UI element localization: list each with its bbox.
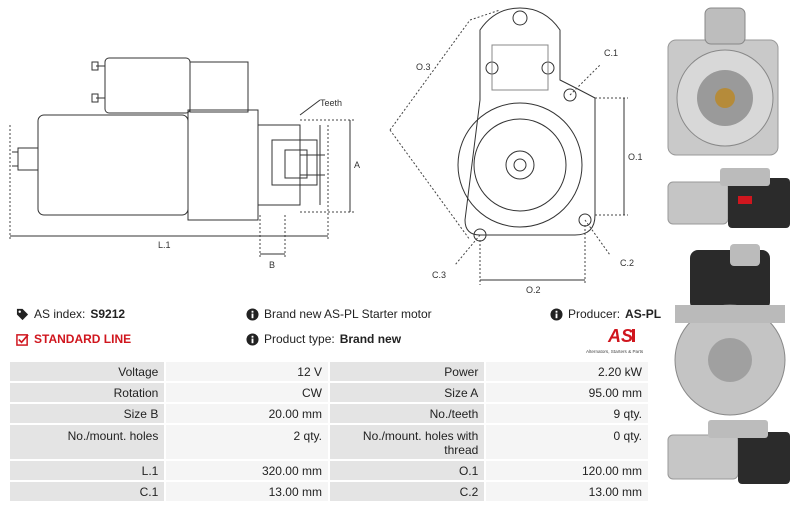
table-row: L.1 320.00 mm O.1 120.00 mm [10, 461, 648, 480]
info-icon [550, 307, 563, 321]
label-a: A [354, 160, 360, 170]
spec-label: C.1 [10, 482, 165, 501]
spec-value: 9 qty. [486, 404, 648, 423]
logo-tagline: Alternators, Starters & Parts [586, 349, 644, 354]
spec-value: 13.00 mm [486, 482, 648, 501]
as-index-row: AS index: S9212 [16, 307, 125, 321]
spec-value: 13.00 mm [166, 482, 328, 501]
label-teeth: Teeth [320, 98, 342, 108]
photo-side-small [667, 168, 790, 228]
spec-table: Voltage 12 V Power 2.20 kW Rotation CW S… [8, 360, 650, 503]
product-type-value: Brand new [339, 332, 402, 346]
product-photos [667, 7, 790, 484]
standard-line-label: STANDARD LINE [34, 332, 132, 346]
producer-value: AS-PL [625, 307, 662, 321]
spec-label: Rotation [10, 383, 165, 402]
label-c1: C.1 [604, 48, 618, 58]
label-b: B [269, 260, 275, 270]
table-row: No./mount. holes 2 qty. No./mount. holes… [10, 425, 648, 459]
spec-value: CW [166, 383, 328, 402]
spec-label: O.1 [329, 461, 485, 480]
info-icon [246, 332, 259, 346]
producer-label: Producer: [568, 307, 621, 321]
spec-label: Voltage [10, 362, 165, 381]
as-pl-logo: AS Alternators, Starters & Parts [586, 326, 644, 354]
technical-drawing: Teeth A B L.1 O.3 C.1 O.1 C.2 C.3 O.2 [9, 7, 643, 295]
producer-row: Producer: AS-PL [550, 307, 661, 321]
photo-back [674, 244, 786, 416]
label-c2: C.2 [620, 258, 634, 268]
product-info: AS index: S9212 STANDARD LINE Brand new … [0, 303, 661, 357]
spec-label: Size B [10, 404, 165, 423]
info-icon [246, 307, 259, 321]
spec-label: No./mount. holes with thread [329, 425, 485, 459]
check-square-icon [16, 333, 29, 346]
label-o3: O.3 [416, 62, 431, 72]
table-row: Size B 20.00 mm No./teeth 9 qty. [10, 404, 648, 423]
spec-value: 2 qty. [166, 425, 328, 459]
spec-value: 95.00 mm [486, 383, 648, 402]
product-type-row: Product type: Brand new [246, 332, 401, 346]
starter-side-view [12, 57, 325, 221]
description-row: Brand new AS-PL Starter motor [246, 307, 432, 321]
standard-line-row: STANDARD LINE [16, 332, 131, 346]
label-o2: O.2 [526, 285, 541, 295]
table-row: C.1 13.00 mm C.2 13.00 mm [10, 482, 648, 501]
as-index-value: S9212 [90, 307, 126, 321]
spec-label: Size A [329, 383, 485, 402]
spec-value: 320.00 mm [166, 461, 328, 480]
table-row: Voltage 12 V Power 2.20 kW [10, 362, 648, 381]
photo-front [667, 7, 779, 156]
logo-text: AS [607, 326, 633, 346]
spec-label: No./mount. holes [10, 425, 165, 459]
label-l1: L.1 [158, 240, 171, 250]
spec-value: 12 V [166, 362, 328, 381]
tag-icon [16, 308, 29, 320]
spec-label: Power [329, 362, 485, 381]
spec-value: 0 qty. [486, 425, 648, 459]
starter-front-view [457, 7, 596, 242]
as-index-label: AS index: [34, 307, 86, 321]
label-c3: C.3 [432, 270, 446, 280]
label-o1: O.1 [628, 152, 643, 162]
description-text: Brand new AS-PL Starter motor [264, 307, 432, 321]
spec-label: C.2 [329, 482, 485, 501]
spec-value: 120.00 mm [486, 461, 648, 480]
spec-value: 20.00 mm [166, 404, 328, 423]
spec-label: L.1 [10, 461, 165, 480]
table-row: Rotation CW Size A 95.00 mm [10, 383, 648, 402]
spec-value: 2.20 kW [486, 362, 648, 381]
product-type-label: Product type: [264, 332, 335, 346]
spec-label: No./teeth [329, 404, 485, 423]
photo-side-bottom [667, 420, 790, 484]
